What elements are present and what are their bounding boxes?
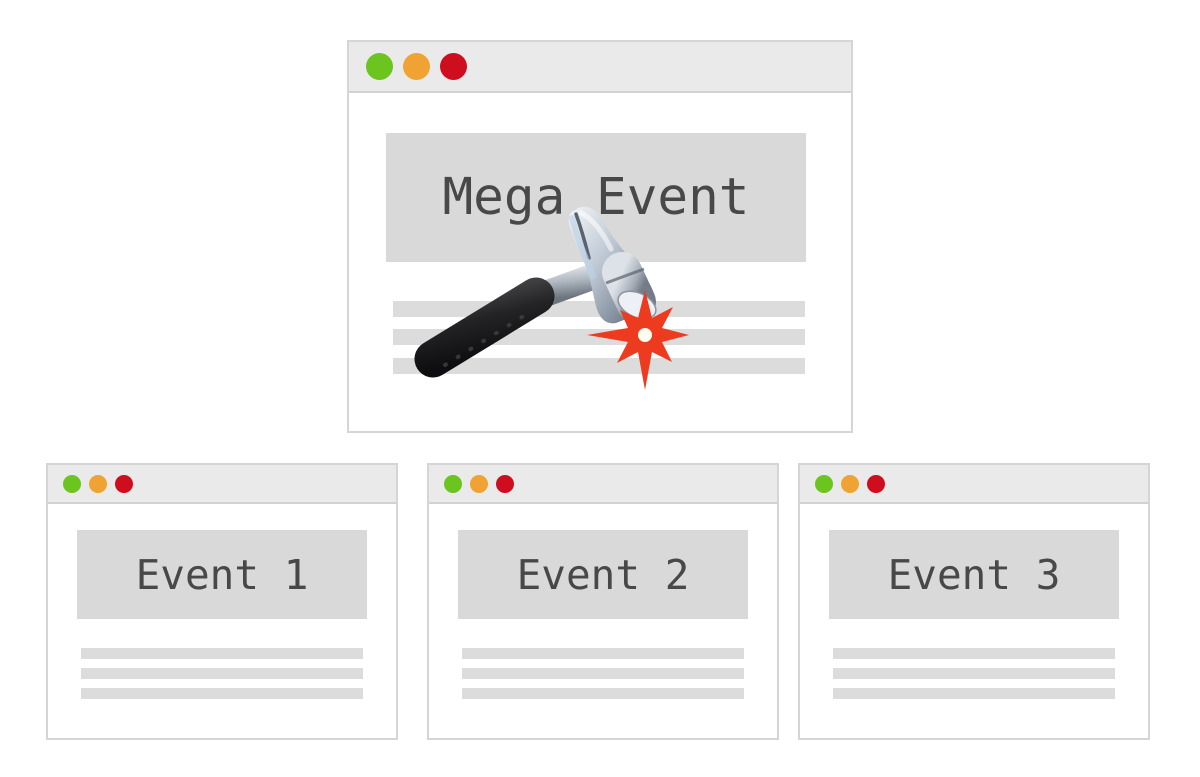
text-placeholder-line xyxy=(81,668,363,679)
title-banner: Event 1 xyxy=(77,530,367,619)
event-1-title: Event 1 xyxy=(135,550,309,599)
traffic-light-green-icon xyxy=(366,53,393,80)
title-banner: Event 3 xyxy=(829,530,1119,619)
text-placeholder-line xyxy=(833,688,1115,699)
traffic-light-green-icon xyxy=(444,474,462,493)
traffic-light-green-icon xyxy=(815,474,833,493)
collision-icon xyxy=(587,290,689,390)
titlebar xyxy=(48,465,396,504)
event-2-title: Event 2 xyxy=(516,550,690,599)
traffic-light-red-icon xyxy=(440,53,467,80)
traffic-light-orange-icon xyxy=(841,474,859,493)
browser-window-event-3: Event 3 xyxy=(798,463,1150,740)
titlebar xyxy=(800,465,1148,504)
event-3-title: Event 3 xyxy=(887,550,1061,599)
browser-window-event-2: Event 2 xyxy=(427,463,779,740)
text-placeholder-line xyxy=(462,688,744,699)
traffic-light-red-icon xyxy=(867,474,885,493)
traffic-light-orange-icon xyxy=(403,53,430,80)
hammer-icon xyxy=(414,206,689,390)
text-placeholder-line xyxy=(833,668,1115,679)
text-placeholder-line xyxy=(833,648,1115,659)
text-placeholder-line xyxy=(462,668,744,679)
titlebar xyxy=(429,465,777,504)
traffic-light-orange-icon xyxy=(470,474,488,493)
text-placeholder-line xyxy=(393,358,805,374)
traffic-light-red-icon xyxy=(115,474,133,493)
title-banner: Event 2 xyxy=(458,530,748,619)
text-placeholder-line xyxy=(462,648,744,659)
text-placeholder-line xyxy=(81,688,363,699)
traffic-light-green-icon xyxy=(63,474,81,493)
text-placeholder-line xyxy=(81,648,363,659)
traffic-light-orange-icon xyxy=(89,474,107,493)
titlebar xyxy=(349,42,851,93)
traffic-light-red-icon xyxy=(496,474,514,493)
browser-window-event-1: Event 1 xyxy=(46,463,398,740)
